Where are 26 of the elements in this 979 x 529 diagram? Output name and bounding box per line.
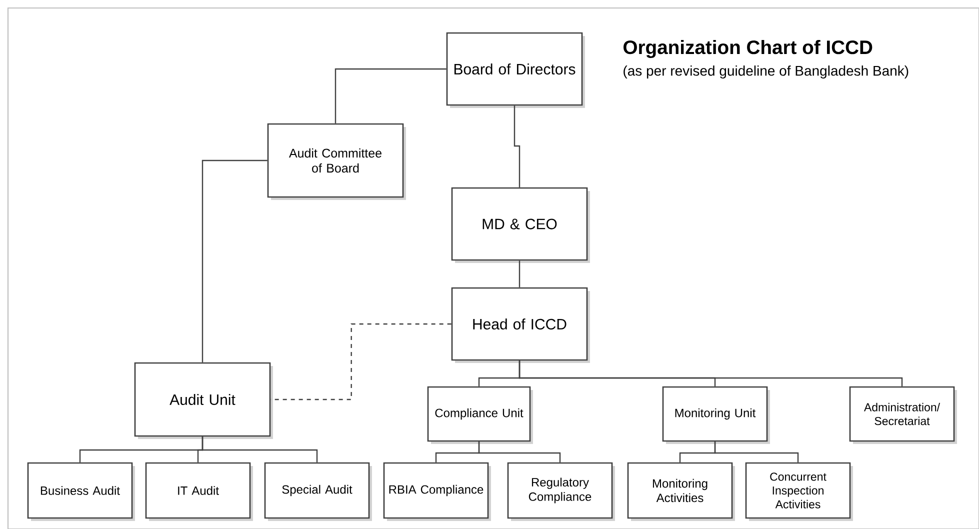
org-box: Board of Directors [446,32,585,108]
org-box: Audit Unit [134,362,273,439]
org-box: Concurrent Inspection Activities [745,462,853,521]
org-box: Business Audit [27,462,135,521]
org-box: Monitoring Unit [662,386,770,444]
org-box: IT Audit [145,462,253,521]
org-box: Monitoring Activities [627,462,735,521]
org-box: Audit Committee of Board [267,123,406,200]
org-box: Administration/ Secretariat [849,386,957,444]
connector-line [270,323,452,400]
connector-line [202,160,268,362]
org-box: Regulatory Compliance [507,462,615,521]
chart-title: Organization Chart of ICCD [624,40,872,58]
connector-line [714,442,799,462]
subtitle: (as per revised guideline of Bangladesh Bank) [624,65,908,79]
org-box: Compliance Unit [427,386,533,444]
connector-line [478,442,561,462]
connector-line [514,106,520,188]
org-box: MD & CEO [451,187,590,263]
org-box: Head of ICCD [451,287,590,363]
connector-line [518,260,520,288]
connector-line [334,68,446,124]
org-box: RBIA Compliance [383,462,491,521]
connector-line [518,360,903,386]
connector-line [202,436,318,462]
org-box: Special Audit [264,462,372,521]
